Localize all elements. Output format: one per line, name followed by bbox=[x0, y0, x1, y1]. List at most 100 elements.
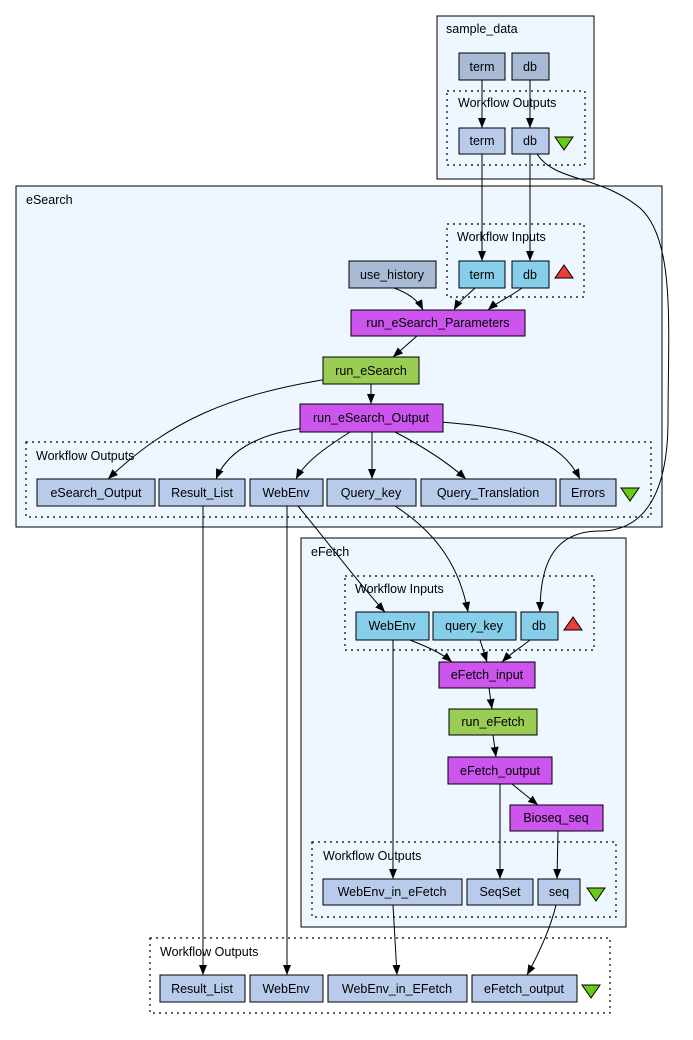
input-triangle-icon bbox=[554, 264, 574, 279]
output-triangle-icon bbox=[554, 136, 574, 151]
node-efo-seq-label: seq bbox=[549, 885, 569, 899]
node-eso-webenv-box bbox=[249, 478, 324, 507]
node-run-esearch-output[interactable]: run_eSearch_Output bbox=[299, 403, 444, 433]
node-efetch-input[interactable]: eFetch_input bbox=[438, 661, 536, 689]
edge-es-term-to-params bbox=[453, 287, 476, 311]
node-run-esearch-parameters[interactable]: run_eSearch_Parameters bbox=[350, 309, 526, 337]
edge-use-history-to-params bbox=[393, 287, 424, 311]
node-mo-efetch-output-box bbox=[471, 974, 578, 1003]
node-efo-seq[interactable]: seq bbox=[537, 878, 581, 906]
node-sdo-term[interactable]: term bbox=[458, 127, 506, 155]
node-run-efetch-box bbox=[448, 708, 538, 736]
edge-seq-to-mo-efetch-output bbox=[526, 904, 557, 976]
node-efetch-input-box bbox=[438, 661, 536, 689]
node-run-esearch-label: run_eSearch bbox=[335, 364, 407, 378]
cluster-esearch-outputs-title: Workflow Outputs bbox=[36, 449, 134, 463]
edge-run-efetch-to-efetch-output bbox=[490, 734, 499, 758]
node-eso-esearch-output[interactable]: eSearch_Output bbox=[36, 478, 156, 507]
node-run-esearch-parameters-label: run_eSearch_Parameters bbox=[366, 316, 509, 330]
node-mo-webenv-box bbox=[249, 974, 324, 1003]
node-eso-query-key[interactable]: Query_key bbox=[326, 478, 417, 507]
node-run-efetch[interactable]: run_eFetch bbox=[448, 708, 538, 736]
node-mo-result-list[interactable]: Result_List bbox=[159, 974, 246, 1003]
node-eso-query-translation[interactable]: Query_Translation bbox=[420, 478, 557, 507]
edges bbox=[107, 80, 670, 976]
cluster-esearch-title: eSearch bbox=[26, 193, 73, 207]
node-eso-errors-label: Errors bbox=[571, 486, 605, 500]
node-run-esearch-output-label: run_eSearch_Output bbox=[313, 411, 430, 425]
node-bioseq-seq-box bbox=[509, 804, 604, 832]
node-es-db-label: db bbox=[523, 268, 537, 282]
node-ef-query-key-box bbox=[432, 611, 517, 641]
node-ef-webenv-box bbox=[355, 611, 430, 641]
node-run-esearch-box bbox=[322, 356, 420, 385]
node-eso-webenv[interactable]: WebEnv bbox=[249, 478, 324, 507]
output-triangle-icon bbox=[581, 984, 601, 999]
node-mo-webenv-in-efetch[interactable]: WebEnv_in_EFetch bbox=[327, 974, 468, 1003]
input-triangle-icon bbox=[563, 616, 583, 631]
edge-output-to-eso-result-list bbox=[215, 427, 306, 480]
node-ef-db[interactable]: db bbox=[520, 611, 559, 641]
edge-output-to-eso-query-translation bbox=[394, 431, 467, 480]
node-sdo-db-box bbox=[511, 127, 550, 155]
node-mo-efetch-output[interactable]: eFetch_output bbox=[471, 974, 578, 1003]
output-triangle-icon bbox=[586, 887, 606, 902]
node-eso-webenv-label: WebEnv bbox=[262, 486, 310, 500]
cluster-esearch-inputs-title: Workflow Inputs bbox=[457, 230, 546, 244]
output-triangle-icon bbox=[620, 487, 640, 502]
nodes: term db term db term db use_history bbox=[36, 52, 640, 1003]
node-efetch-output[interactable]: eFetch_output bbox=[447, 756, 553, 785]
node-eso-query-key-box bbox=[326, 478, 417, 507]
edge-webenv-in-efetch-to-mo bbox=[392, 904, 401, 976]
edge-run-esearch-to-eso-esearch-output bbox=[107, 378, 329, 480]
node-eso-result-list[interactable]: Result_List bbox=[158, 478, 246, 507]
node-efo-webenv-in-efetch[interactable]: WebEnv_in_eFetch bbox=[322, 878, 463, 906]
node-sdo-db[interactable]: db bbox=[511, 127, 550, 155]
node-eso-query-translation-box bbox=[420, 478, 557, 507]
edge-output-to-eso-webenv bbox=[295, 431, 351, 480]
node-mo-webenv[interactable]: WebEnv bbox=[249, 974, 324, 1003]
node-eso-query-key-label: Query_key bbox=[341, 486, 402, 500]
node-efo-seqset[interactable]: SeqSet bbox=[466, 878, 534, 906]
node-bioseq-seq[interactable]: Bioseq_seq bbox=[509, 804, 604, 832]
node-sdo-term-box bbox=[458, 127, 506, 155]
node-ef-query-key[interactable]: query_key bbox=[432, 611, 517, 641]
node-ef-webenv[interactable]: WebEnv bbox=[355, 611, 430, 641]
cluster-sample-data-title: sample_data bbox=[446, 22, 518, 36]
node-mo-webenv-label: WebEnv bbox=[262, 982, 310, 996]
node-use-history[interactable]: use_history bbox=[348, 260, 437, 289]
node-bioseq-seq-label: Bioseq_seq bbox=[523, 811, 588, 825]
node-es-db[interactable]: db bbox=[511, 260, 550, 289]
node-efo-webenv-in-efetch-label: WebEnv_in_eFetch bbox=[338, 885, 447, 899]
node-sdo-db-label: db bbox=[523, 134, 537, 148]
node-sd-term[interactable]: term bbox=[458, 52, 506, 81]
cluster-sample-data: sample_data Workflow Outputs bbox=[436, 15, 595, 180]
edge-eso-webenv-to-ef-webenv bbox=[297, 505, 386, 613]
cluster-main-outputs-box bbox=[149, 937, 611, 1014]
node-es-term-label: term bbox=[470, 268, 495, 282]
node-run-esearch[interactable]: run_eSearch bbox=[322, 356, 420, 385]
cluster-efetch-title: eFetch bbox=[311, 545, 349, 559]
node-es-term[interactable]: term bbox=[458, 260, 506, 289]
node-run-esearch-parameters-box bbox=[350, 309, 526, 337]
node-eso-errors-box bbox=[559, 478, 617, 507]
node-es-term-box bbox=[458, 260, 506, 289]
node-use-history-box bbox=[348, 260, 437, 289]
cluster-main-outputs: Workflow Outputs bbox=[149, 937, 611, 1014]
node-sd-db[interactable]: db bbox=[511, 52, 550, 81]
edge-es-db-to-params bbox=[487, 287, 523, 311]
node-mo-result-list-label: Result_List bbox=[171, 982, 233, 996]
edge-params-to-run-esearch bbox=[392, 335, 418, 358]
edge-ef-webenv-to-efetch-input bbox=[409, 639, 453, 663]
edge-efetch-input-to-run-efetch bbox=[486, 687, 495, 710]
node-efo-seqset-label: SeqSet bbox=[479, 885, 521, 899]
node-eso-errors[interactable]: Errors bbox=[559, 478, 617, 507]
node-ef-query-key-label: query_key bbox=[445, 619, 503, 633]
node-es-db-box bbox=[511, 260, 550, 289]
edge-ef-query-key-to-efetch-input bbox=[479, 639, 488, 663]
edge-sdo-db-to-ef-db bbox=[536, 153, 670, 613]
cluster-sample-outputs-box bbox=[446, 90, 586, 166]
node-mo-webenv-in-efetch-label: WebEnv_in_EFetch bbox=[342, 982, 452, 996]
node-efetch-input-label: eFetch_input bbox=[451, 668, 524, 682]
